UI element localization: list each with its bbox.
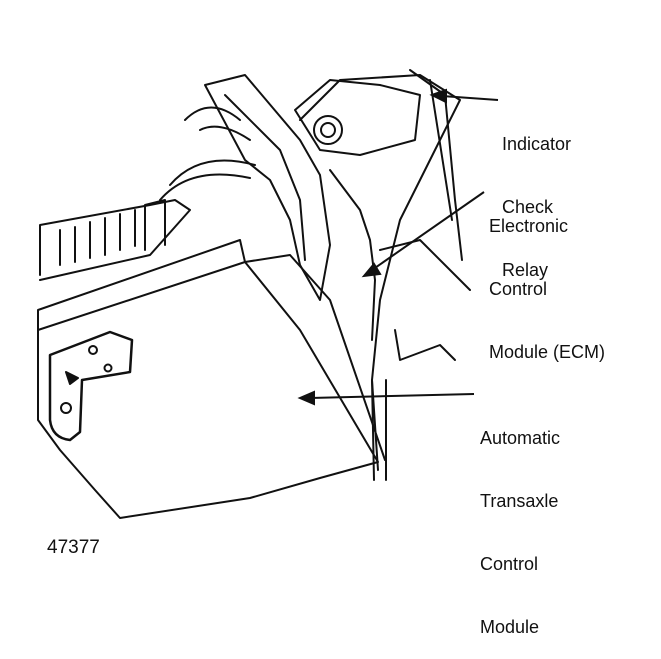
label-line: Electronic [489,216,569,236]
ecm-leader [371,191,485,271]
label-line: Check [502,197,554,217]
relay-connector-inner [320,122,336,138]
atcm-top-edge [37,239,246,331]
right-bracket [409,69,463,261]
mounting-bracket [48,330,134,442]
ecm-housing [299,74,461,471]
support-inner [224,94,306,261]
bracket-slot [65,371,79,385]
label-line: Automatic [480,428,561,448]
relay-connector [313,115,343,145]
label-line: Control [489,279,548,299]
ecm-label: Electronic Control Module (ECM) [489,174,605,384]
connector-ribs [59,209,136,266]
relay-leader [441,95,499,101]
right-edge [394,329,456,361]
label-line: Transaxle [480,491,559,511]
indicator-check-relay-label: Indicator Check Relay [502,92,571,302]
atcm-arrowhead [297,390,315,406]
label-line: Control [480,554,539,574]
support-panel [204,74,331,301]
bracket-hole [60,402,72,414]
label-line: Relay [502,260,549,280]
line-drawing [37,69,499,519]
bracket-hole [88,345,98,355]
ecm-edge [329,169,376,341]
relay-arrowhead [429,88,447,104]
ecm-face [379,239,471,291]
atcm-box-outline [37,261,379,519]
relay-body [294,79,421,156]
harness-wires [159,106,256,201]
atcm-leader [309,393,475,399]
atcm-label: Automatic Transaxle Control Module [480,386,560,659]
connector-clip [144,199,166,251]
atcm-side-edge [244,254,386,461]
bracket-hole [103,363,113,373]
label-line: Module (ECM) [489,342,606,362]
label-line: Module [480,617,540,637]
connector-body [39,199,191,281]
ecm-arrowhead [361,262,382,278]
label-line: Indicator [502,134,572,154]
leader-lines [297,88,499,406]
figure-number: 47377 [47,537,100,558]
